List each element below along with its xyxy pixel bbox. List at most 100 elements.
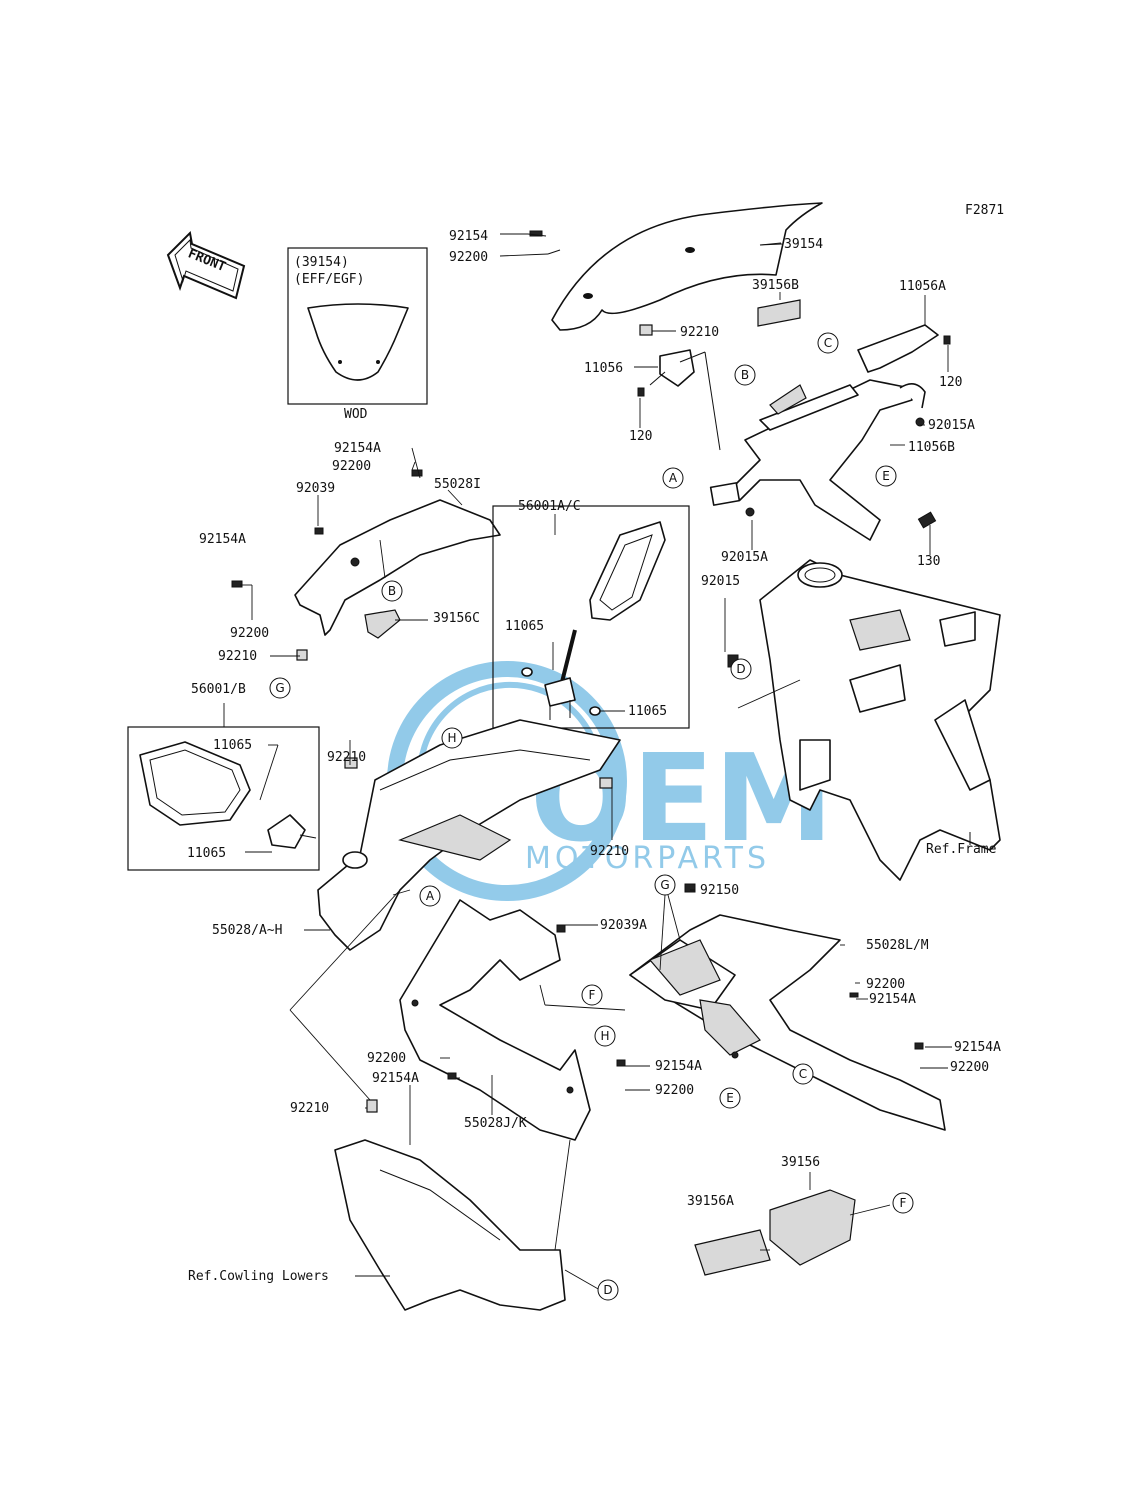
- svg-text:A: A: [669, 471, 678, 485]
- part-label: 92154: [449, 229, 488, 244]
- part-label: 92154A: [655, 1059, 702, 1074]
- callout-C: C: [817, 332, 839, 354]
- part-label: 92015: [701, 574, 740, 589]
- part-label: 11056: [584, 361, 623, 376]
- pads-39156: [694, 1189, 856, 1276]
- side-cowl-55028LM: [616, 883, 946, 1131]
- callout-F: F: [892, 1192, 914, 1214]
- svg-text:A: A: [426, 889, 435, 903]
- part-label: 92210: [218, 649, 257, 664]
- callout-F: F: [581, 984, 603, 1006]
- part-label: 11065: [187, 846, 226, 861]
- part-label: Ref.Frame: [926, 842, 997, 857]
- svg-text:E: E: [726, 1091, 734, 1105]
- part-label: 55028L/M: [866, 938, 929, 953]
- part-label: 92200: [367, 1051, 406, 1066]
- part-label: 92015A: [721, 550, 768, 565]
- part-label: 92200: [866, 977, 905, 992]
- part-label: 11056B: [908, 440, 955, 455]
- callout-E: E: [719, 1087, 741, 1109]
- part-label: 11065: [213, 738, 252, 753]
- part-label: 39156: [781, 1155, 820, 1170]
- callout-G: G: [654, 874, 676, 896]
- inset-windshield-shape: [307, 303, 409, 381]
- svg-text:G: G: [275, 681, 284, 695]
- callout-B: B: [734, 364, 756, 386]
- callout-D: D: [597, 1279, 619, 1301]
- part-label: 92039: [296, 481, 335, 496]
- svg-text:G: G: [660, 878, 669, 892]
- part-label: 56001A/C: [518, 499, 581, 514]
- part-label: 92154A: [954, 1040, 1001, 1055]
- callout-G: G: [269, 677, 291, 699]
- part-label: 11065: [505, 619, 544, 634]
- part-label: 92200: [449, 250, 488, 265]
- svg-text:D: D: [603, 1283, 612, 1297]
- inner-cowl-55028I: [231, 469, 501, 661]
- callouts: A B C D E G B H A G F H E C D F: [269, 332, 914, 1301]
- pad-39156B: [757, 299, 801, 327]
- part-label: 92154A: [869, 992, 916, 1007]
- part-label: Ref.Cowling Lowers: [188, 1269, 329, 1284]
- mirror-inset-56001A-C: [492, 505, 690, 729]
- inset-title-2: (EFF/EGF): [294, 272, 364, 287]
- svg-text:F: F: [589, 988, 596, 1002]
- part-label: 120: [939, 375, 962, 390]
- callout-E: E: [875, 465, 897, 487]
- side-cowl-55028JK: [399, 899, 591, 1141]
- part-label: 92200: [950, 1060, 989, 1075]
- part-labels: 39154 92154 92200 39156B 11056A 92210 11…: [187, 229, 1001, 1284]
- part-label: 92154A: [199, 532, 246, 547]
- part-label: 92210: [290, 1101, 329, 1116]
- watermark-tagline: MOTORPARTS: [525, 841, 770, 876]
- svg-text:B: B: [741, 368, 749, 382]
- frame-ref: [727, 559, 1001, 881]
- svg-text:C: C: [799, 1067, 807, 1081]
- part-label: 120: [629, 429, 652, 444]
- part-label: 39154: [784, 237, 823, 252]
- mirror-inset-56001-B: [127, 726, 320, 871]
- part-label: 92200: [655, 1083, 694, 1098]
- svg-text:H: H: [447, 731, 456, 745]
- part-label: 92039A: [600, 918, 647, 933]
- figure-code: F2871: [965, 203, 1004, 218]
- svg-text:F: F: [900, 1196, 907, 1210]
- part-label: 92154A: [334, 441, 381, 456]
- svg-text:B: B: [388, 584, 396, 598]
- inset-windshield-box: (39154) (EFF/EGF) WOD: [287, 247, 428, 422]
- svg-text:E: E: [882, 469, 890, 483]
- part-label: 92210: [327, 750, 366, 765]
- svg-text:H: H: [600, 1029, 609, 1043]
- part-label: 92200: [332, 459, 371, 474]
- callout-A: A: [662, 467, 684, 489]
- pad-39156C: [364, 609, 401, 639]
- part-label: 39156B: [752, 278, 799, 293]
- callout-B: B: [381, 580, 403, 602]
- svg-text:D: D: [736, 662, 745, 676]
- part-label: 11065: [628, 704, 667, 719]
- leader-lines: [223, 233, 971, 1291]
- part-label: 130: [917, 554, 940, 569]
- lower-cowling-ref: [334, 1072, 566, 1311]
- part-label: 55028/A~H: [212, 923, 282, 938]
- callout-H: H: [441, 727, 463, 749]
- front-cowl-55028: [317, 719, 621, 951]
- part-label: 92200: [230, 626, 269, 641]
- part-label: 55028J/K: [464, 1116, 527, 1131]
- inset-title-1: (39154): [294, 255, 349, 270]
- part-label: 92015A: [928, 418, 975, 433]
- callout-C: C: [792, 1063, 814, 1085]
- bracket-11056: [659, 349, 695, 387]
- part-label: 56001/B: [191, 682, 246, 697]
- bracket-11056A: [857, 324, 939, 373]
- svg-text:C: C: [824, 336, 832, 350]
- stay-11056B: [679, 351, 937, 541]
- part-label: 92210: [590, 844, 629, 859]
- callout-H: H: [594, 1025, 616, 1047]
- part-label: 39156A: [687, 1194, 734, 1209]
- front-arrow: FRONT: [166, 230, 246, 300]
- part-label: 39156C: [433, 611, 480, 626]
- part-label: 92210: [680, 325, 719, 340]
